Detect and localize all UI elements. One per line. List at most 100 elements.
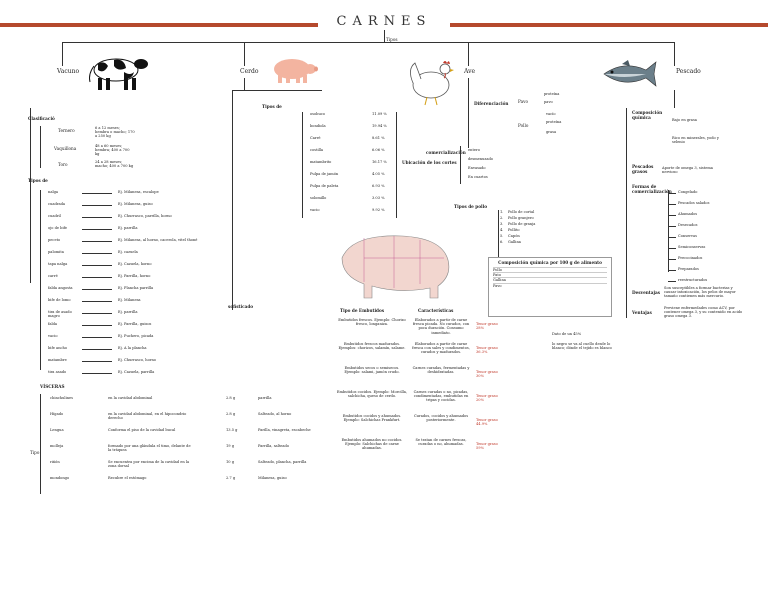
embutido-type: Embutidos frescos madurados. Ejemplos: c… <box>338 342 406 351</box>
cerdo-cut-name: Carré <box>310 136 321 140</box>
vacuno-cut-use: Ej. cazuela <box>118 250 138 254</box>
embutido-type: Embutidos secos o semisecos. Ejemplo: sa… <box>344 366 400 375</box>
embutido-type: Embutidos cocidos y ahumados. Ejemplo: S… <box>342 414 402 423</box>
vacuno-cut-connector <box>82 205 112 206</box>
pollo-type-name: Pollo granjero <box>508 216 534 220</box>
viscera-name: Hígado <box>50 412 64 416</box>
vacuno-age-detail: 24 a 28 meses; macho; 400 a 700 kg <box>95 160 134 169</box>
cerdo-cut-name: matambrito <box>310 160 332 164</box>
vacuno-cut-name: falda <box>48 322 58 326</box>
cerdo-cut-fat: 6.93 % <box>372 184 385 188</box>
vacuno-cut-connector <box>82 265 112 266</box>
vacuno-cut-name: tira de asado magro <box>48 310 72 319</box>
pescado-comp-item: Bajo en grasa <box>672 118 697 122</box>
embutido-fat: Tenor graso 30% <box>476 370 498 379</box>
formas-item: reestructurados <box>678 278 708 282</box>
formas-connector <box>668 226 676 227</box>
composition-table-row: Pavo <box>493 282 607 288</box>
embutido-characteristics: Carnes curadas o no, picadas, condimenta… <box>413 390 469 403</box>
viscera-prep: Salteado, plancha, parrilla <box>258 460 307 464</box>
composition-table-title: Composición química por 100 g de aliment… <box>498 260 602 265</box>
cerdo-left-label: sofisticado <box>228 304 254 309</box>
vacuno-cut-use: Ej. Cazuela, horno <box>118 262 152 266</box>
cerdo-cut-fat: 16.17 % <box>372 160 387 164</box>
vacuno-cut-connector <box>82 373 112 374</box>
vacuno-age-name: Toro <box>58 162 68 167</box>
pollo-type-number: 3. <box>500 222 504 226</box>
vacuno-cut-use: Ej. A la plancha <box>118 346 147 350</box>
viscera-fat: 2.7 g <box>226 476 236 480</box>
title-rule-right <box>450 23 768 27</box>
pollo-type-name: Pollo de granja <box>508 222 536 226</box>
pescado-comp-item: Rico en minerales, yodo y selenio <box>672 136 719 145</box>
desventajas-label: Desventajas <box>632 290 661 295</box>
pollo-type-name: Capón <box>508 234 520 238</box>
vacuno-clasificacion: Clasificació <box>28 116 55 121</box>
vacuno-cut-use: Ej. Parrilla, guisos <box>118 322 152 326</box>
formas-connector <box>668 270 676 271</box>
composition-table-row: Pollo <box>493 267 607 272</box>
visceras-tipo-label: Tipo <box>30 450 40 455</box>
vacuno-cut-use: Ej. Milanesa <box>118 298 141 302</box>
vacuno-cut-connector <box>82 289 112 290</box>
ave-pollo-note: lo negro se va al cuello desde lo blanco… <box>552 342 612 351</box>
viscera-fat: 2.8 g <box>226 412 236 416</box>
ave-pavo-item: proteína <box>544 92 560 96</box>
pollo-type-number: 6. <box>500 240 504 244</box>
ave-tipos-pollo: Tipos de pollo <box>454 204 487 209</box>
vacuno-cut-connector <box>82 241 112 242</box>
cerdo-cut-fat: 3.03 % <box>372 196 385 200</box>
formas-connector <box>668 248 676 249</box>
category-vacuno: Vacuno <box>57 68 80 75</box>
vacuno-cut-connector <box>82 277 112 278</box>
viscera-fat: 2.8 g <box>226 396 236 400</box>
composition-table-row: Gallina <box>493 277 607 282</box>
vacuno-cut-connector <box>82 253 112 254</box>
formas-connector <box>668 193 676 194</box>
ave-pollo-item: grasa <box>546 130 557 134</box>
viscera-prep: parrilla <box>258 396 272 400</box>
cow-illustration <box>89 58 148 90</box>
pescado-composicion: Composición química <box>632 110 663 120</box>
viscera-fat: 10 g <box>226 460 235 464</box>
ave-pavo-label: Pavo <box>518 99 529 104</box>
viscera-name: Lengua <box>50 428 64 432</box>
vacuno-cut-use: Ej. Parrilla, horno <box>118 274 151 278</box>
vacuno-cut-use: Ej. Milanesa, al horno, cacerola, vitel … <box>118 238 198 242</box>
formas-item: Semiconservas <box>678 245 706 249</box>
vacuno-cut-name: falda angosta <box>48 286 73 290</box>
cerdo-cut-name: bondiola <box>310 124 326 128</box>
embutido-type: Embutidos cocidos. Ejemplo: Morcilla, sa… <box>336 390 408 399</box>
vacuno-cut-name: bife de lomo <box>48 298 71 302</box>
pollo-type-name: Pollo de cortal <box>508 210 535 214</box>
ave-pavo-item: pavo <box>544 100 553 104</box>
vacuno-age-name: Ternero <box>58 128 75 133</box>
vacuno-cut-connector <box>82 349 112 350</box>
cerdo-cut-name: Pulpa de jamón <box>310 172 339 176</box>
vacuno-cut-connector <box>82 313 112 314</box>
vacuno-cut-name: peceto <box>48 238 61 242</box>
cerdo-cut-name: costilla <box>310 148 324 152</box>
vacuno-cut-connector <box>82 193 112 194</box>
vacuno-cut-use: Ej. Milanesa, escalope <box>118 190 159 194</box>
cerdo-cut-fat: 6.06 % <box>372 148 385 152</box>
cerdo-cut-fat: 4.05 % <box>372 172 385 176</box>
vacuno-cut-name: cuadril <box>48 214 61 218</box>
ave-comercial-item: desmenuzado <box>468 157 493 161</box>
visceras-label: VÍSCERAS <box>40 384 65 389</box>
viscera-fat: 19 g <box>226 444 235 448</box>
embutido-fat: Tenor graso 44.9% <box>476 418 498 427</box>
fish-illustration <box>603 60 657 87</box>
vacuno-cut-use: Ej. Cazuela, parrilla <box>118 370 155 374</box>
ventajas-label: Ventajas <box>632 310 652 315</box>
ave-comercial-item: entero <box>468 148 480 152</box>
category-pescado: Pescado <box>676 68 701 75</box>
formas-item: Ahumados <box>678 212 698 216</box>
vacuno-cut-connector <box>82 217 112 218</box>
viscera-location: formado por una glándula el timo, delant… <box>108 444 191 453</box>
pollo-type-number: 4. <box>500 228 504 232</box>
embutido-fat: Tenor graso 28% <box>476 322 498 331</box>
viscera-location: Se encuentra por encima de la cavidad en… <box>108 460 190 469</box>
embutido-type: Embutidos frescos. Ejemplo: Chorizo fres… <box>338 318 406 327</box>
composition-table-row: Pato <box>493 272 607 277</box>
